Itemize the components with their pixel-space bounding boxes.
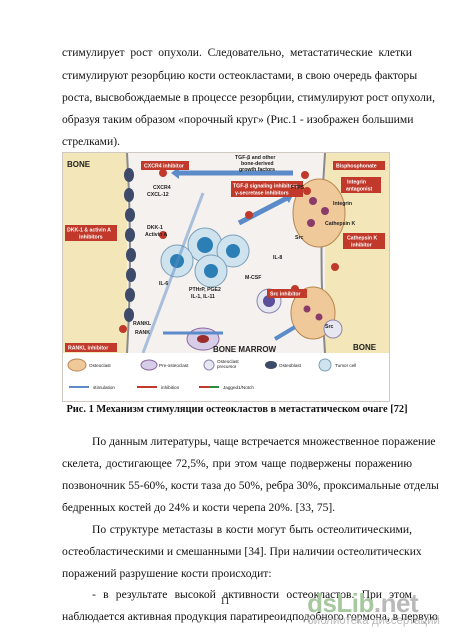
integrin-label: Integrin xyxy=(347,180,366,186)
rankl-inhibitor-label: RANKL inhibitor xyxy=(68,346,108,352)
ftps-label: FTPS xyxy=(291,185,305,191)
integrin-small-label: Integrin xyxy=(333,201,352,207)
activin-label: Activin A xyxy=(145,232,168,238)
rank-label: RANK xyxy=(135,330,150,336)
text-line: По структуре метастазы в кости могут быт… xyxy=(92,523,412,536)
text-line: По данным литературы, чаще встречается м… xyxy=(92,435,436,448)
dkk1-inhibitor-label-2: inhibitors xyxy=(79,235,103,241)
dkk1-inhibitor-label: DKK-1 & activin A xyxy=(67,228,111,234)
text-line: позвоночник 55-60%, кости таза до 50%, р… xyxy=(62,479,439,492)
pthrp-label: PTHrP, PGE2 xyxy=(189,287,221,293)
legend-tumor: Tumor cell xyxy=(335,363,356,368)
watermark: dsLib.net библиотека диссертаций xyxy=(307,588,440,627)
legend-preosteoclast: Pre-osteoclast xyxy=(159,363,189,368)
bisphosphonate-label: Bisphosphonate xyxy=(336,164,377,170)
text-line: поражений разрушение кости происходит: xyxy=(62,567,272,580)
cxcr4-label: CXCR4 xyxy=(153,185,171,191)
text-line: стимулируют резорбцию кости остеокластам… xyxy=(62,69,418,82)
src-label: Src xyxy=(295,235,303,241)
text-line: образуя таким образом «порочный круг» (Р… xyxy=(62,113,414,126)
il1-label: IL-1, IL-11 xyxy=(191,294,215,300)
legend-jagged: Jagged1/Notch xyxy=(223,385,254,390)
integrin-antagonist-label: antagonist xyxy=(346,187,372,193)
watermark-logo-b: .net xyxy=(373,588,419,618)
legend-precursor-2: precursor xyxy=(217,364,237,369)
tgfb-inhibitor-label: TGF-β signaling inhibitors xyxy=(233,184,298,190)
src-inhibitor-label: Src inhibitor xyxy=(270,292,301,298)
text-line: остеобластическими и смешанными [34]. Пр… xyxy=(62,545,422,558)
text-line: стимулирует рост опухоли. Следовательно,… xyxy=(62,46,412,59)
watermark-logo: dsLib.net xyxy=(307,588,440,619)
osteoclast-cell xyxy=(292,178,346,248)
legend-osteoblast: Osteoblast xyxy=(279,363,302,368)
gamma-secretase-label: γ-secretase inhibitors xyxy=(235,191,289,197)
legend-stimulation: stimulation xyxy=(93,385,115,390)
tgf-label-3: growth factors xyxy=(239,167,275,173)
cathepsin-label-2: inhibitor xyxy=(351,243,372,249)
cathepsin-label: Cathepsin K xyxy=(347,236,378,242)
src-label-2: Src xyxy=(325,324,333,330)
text-line: наблюдается активная продукция паратирео… xyxy=(62,610,438,623)
tgf-label-2: bone-derived xyxy=(241,161,274,167)
dkk1-label: DKK-1 xyxy=(147,225,163,231)
watermark-subtitle: библиотека диссертаций xyxy=(307,615,440,627)
watermark-logo-a: dsLib xyxy=(307,588,374,618)
figure-diagram: CXCR4 inhibitor TGF-β signaling inhibito… xyxy=(63,153,389,401)
legend-osteoclast: Osteoclast xyxy=(89,363,111,368)
page-number: 11 xyxy=(220,596,230,607)
bone-right-label: BONE xyxy=(353,343,377,352)
rankl-label: RANKL xyxy=(133,321,152,327)
text-line: - в результате высокой активности остеок… xyxy=(92,588,412,601)
il8-label: IL-8 xyxy=(273,255,282,261)
cathepsin-small-label: Cathepsin K xyxy=(325,221,356,227)
bone-region-left xyxy=(63,153,127,353)
mcsf-label: M-CSF xyxy=(245,275,261,281)
text-line: скелета, достигающее 72,5%, при этом чащ… xyxy=(62,457,412,470)
legend-inhibition: inhibition xyxy=(161,385,180,390)
figure-caption: Рис. 1 Механизм стимуляции остеокластов … xyxy=(66,404,408,415)
bone-marrow-label: BONE MARROW xyxy=(213,345,277,354)
cxcl12-label: CXCL-12 xyxy=(147,192,169,198)
text-line: бедренных костей до 24% и кости черепа 2… xyxy=(62,501,336,514)
tumor-cells xyxy=(160,227,250,288)
tgf-label: TGF-β and other xyxy=(235,155,275,161)
text-line: стрелками). xyxy=(62,135,120,148)
cxcr4-inhibitor-label: CXCR4 inhibitor xyxy=(144,164,184,170)
il6-label: IL-6 xyxy=(159,281,168,287)
text-line: роста, высвобождаемые в процессе резорбц… xyxy=(62,91,435,104)
figure-bone-metastasis: CXCR4 inhibitor TGF-β signaling inhibito… xyxy=(62,152,390,402)
legend-precursor: Osteoclast xyxy=(217,359,239,364)
bone-left-label: BONE xyxy=(67,160,91,169)
